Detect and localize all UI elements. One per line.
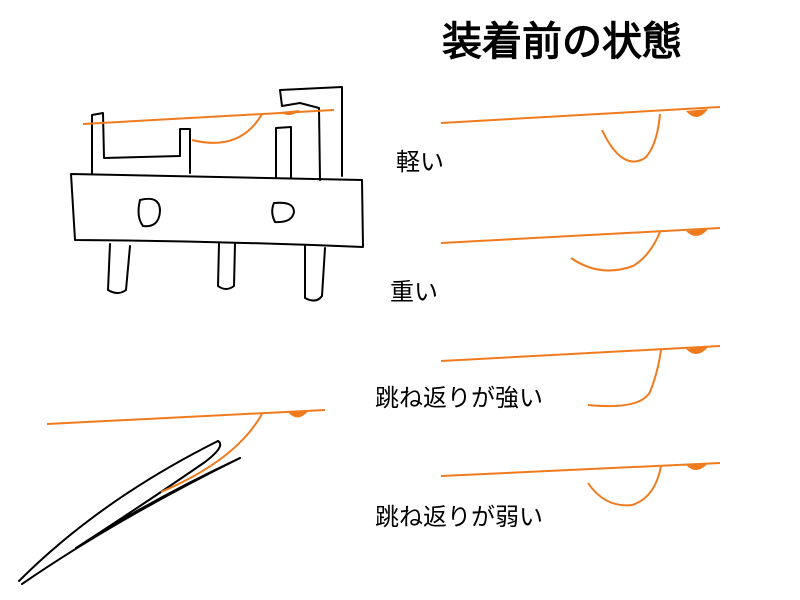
variant-light-graphic bbox=[440, 106, 721, 163]
leg-right bbox=[304, 245, 326, 302]
diagram-title: 装着前の状態 bbox=[442, 19, 682, 65]
variant-weak-rebound-graphic bbox=[440, 462, 721, 507]
overlay-spring-curve bbox=[191, 113, 263, 144]
strong-reference-line bbox=[440, 345, 721, 362]
left-bracket bbox=[91, 112, 191, 175]
light-reference-line bbox=[440, 106, 721, 124]
component-sketch bbox=[70, 86, 364, 302]
spring-sketch bbox=[18, 440, 241, 585]
light-curve bbox=[601, 113, 661, 163]
hole-right bbox=[271, 201, 295, 224]
spring-arm-inner bbox=[21, 457, 241, 585]
spring-contact-dot bbox=[288, 410, 309, 418]
hole-left bbox=[137, 197, 161, 228]
weak-reference-line bbox=[440, 462, 721, 477]
variant-strong-rebound-graphic bbox=[440, 345, 721, 408]
label-light: 軽い bbox=[396, 148, 444, 176]
overlay-contact-dot bbox=[280, 110, 300, 116]
leg-left bbox=[107, 243, 131, 294]
right-hook bbox=[279, 86, 343, 181]
spring-overlay bbox=[46, 409, 326, 493]
strong-contact-dot bbox=[686, 347, 708, 355]
heavy-reference-line bbox=[440, 227, 721, 244]
spring-reference-line bbox=[46, 409, 326, 425]
label-heavy: 重い bbox=[390, 278, 438, 306]
weak-contact-dot bbox=[686, 463, 708, 471]
leg-middle bbox=[217, 243, 236, 290]
spring-tip bbox=[75, 440, 241, 549]
heavy-curve bbox=[570, 231, 661, 272]
right-post bbox=[275, 126, 292, 179]
light-contact-dot bbox=[686, 109, 708, 118]
label-rebound-strong: 跳ね返りが強い bbox=[375, 384, 543, 412]
variant-heavy-graphic bbox=[440, 227, 721, 272]
strong-curve bbox=[587, 349, 662, 408]
weak-curve bbox=[587, 465, 662, 507]
spring-arm-outer bbox=[18, 440, 219, 582]
label-rebound-weak: 跳ね返りが弱い bbox=[375, 503, 543, 531]
heavy-contact-dot bbox=[686, 229, 708, 237]
component-overlay bbox=[82, 109, 335, 144]
component-body bbox=[70, 173, 364, 248]
spring-curve bbox=[160, 413, 263, 493]
